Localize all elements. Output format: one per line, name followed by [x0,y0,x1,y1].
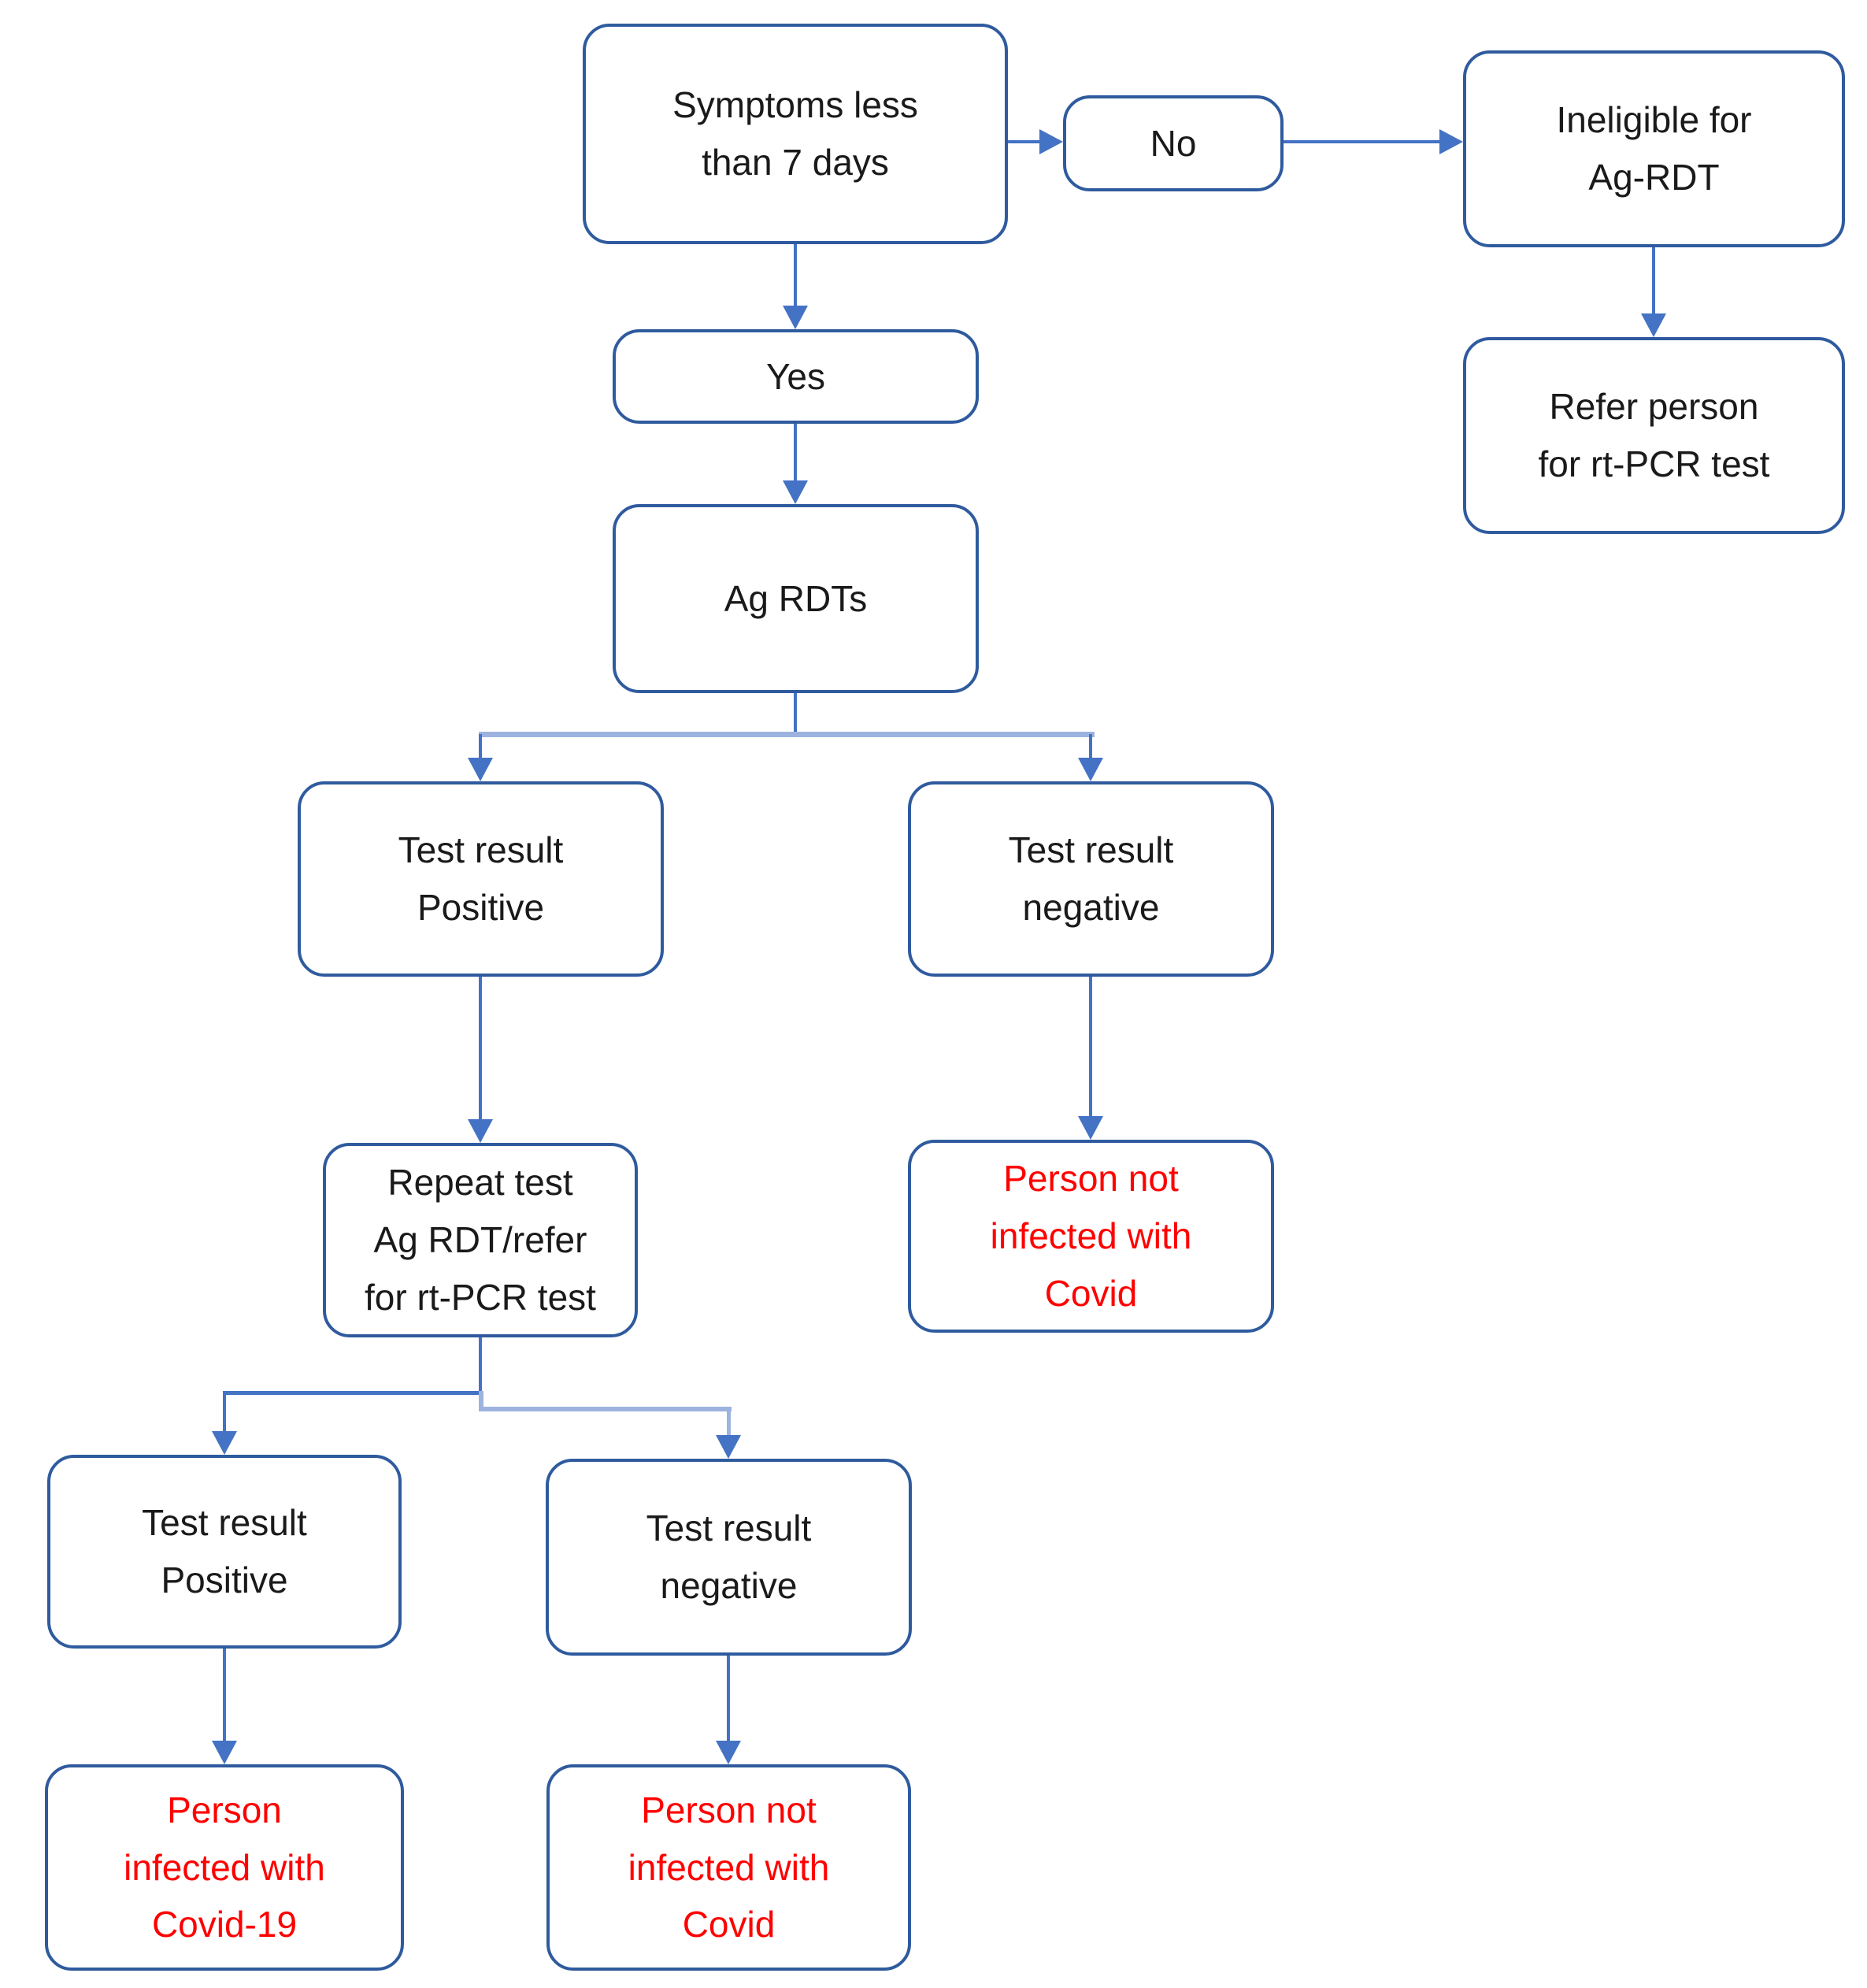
node-symptoms-less-than-7-days: Symptoms less than 7 days [583,24,1008,244]
node-label: Repeat test Ag RDT/refer for rt-PCR test [365,1162,596,1318]
node-label: Ag RDTs [724,577,868,619]
arrowhead-right-icon [1439,129,1463,154]
edge-line [479,977,482,1121]
node-no: No [1063,95,1284,191]
edge-horizontal-right [479,1407,732,1411]
node-label: Test result negative [1008,829,1174,928]
node-label: Person not infected with Covid [990,1158,1192,1314]
edge-line [794,424,797,482]
arrowhead-down-icon [212,1741,237,1764]
node-test-result-positive-1: Test result Positive [298,781,664,977]
node-ag-rdts: Ag RDTs [613,504,979,693]
arrowhead-down-icon [1078,758,1103,781]
edge-drop-left [479,734,482,759]
arrowhead-right-icon [1039,129,1063,154]
node-label: Refer person for rt-PCR test [1538,386,1770,484]
edge-horizontal-left [223,1391,482,1395]
arrowhead-down-icon [783,480,808,504]
edge-stem [794,693,797,735]
node-label: No [1150,122,1197,164]
arrowhead-down-icon [783,306,808,329]
node-test-result-negative-2: Test result negative [546,1459,912,1656]
node-label: Symptoms less than 7 days [672,84,918,183]
node-person-not-infected-mid: Person not infected with Covid [908,1140,1274,1333]
node-label: Person infected with Covid-19 [124,1789,325,1945]
node-label: Test result Positive [142,1502,307,1600]
node-label: Person not infected with Covid [628,1789,830,1945]
edge-drop-right [1089,734,1092,759]
node-label: Test result Positive [398,829,564,928]
edge-line [727,1656,730,1742]
node-person-infected-covid-19: Person infected with Covid-19 [45,1764,404,1971]
edge-horizontal-line [479,732,1095,737]
arrowhead-down-icon [468,758,493,781]
edge-drop-left [223,1393,226,1433]
node-person-not-infected-bottom: Person not infected with Covid [546,1764,911,1971]
node-refer-person-for-rt-pcr-test: Refer person for rt-PCR test [1463,337,1845,534]
arrowhead-down-icon [716,1741,741,1764]
node-label: Yes [765,355,826,397]
arrowhead-down-icon [1078,1116,1103,1140]
arrowhead-down-icon [716,1435,741,1459]
arrowhead-down-icon [1641,313,1666,337]
edge-line [1089,977,1092,1118]
node-repeat-test-ag-rdt: Repeat test Ag RDT/refer for rt-PCR test [323,1143,638,1337]
edge-drop-right [727,1410,731,1435]
node-yes: Yes [613,329,979,424]
node-label: Test result negative [646,1508,812,1606]
node-label: Ineligible for Ag-RDT [1556,99,1752,198]
edge-jog [479,1391,483,1411]
node-test-result-negative-1: Test result negative [908,781,1274,977]
edge-line [1652,247,1655,315]
node-test-result-positive-2: Test result Positive [47,1455,402,1649]
edge-stem [479,1337,482,1394]
edge-line [794,244,797,307]
node-ineligible-for-ag-rdt: Ineligible for Ag-RDT [1463,50,1845,247]
edge-line [223,1649,226,1742]
arrowhead-down-icon [212,1431,237,1455]
edge-line [1008,140,1043,143]
arrowhead-down-icon [468,1119,493,1143]
edge-line [1284,140,1441,143]
